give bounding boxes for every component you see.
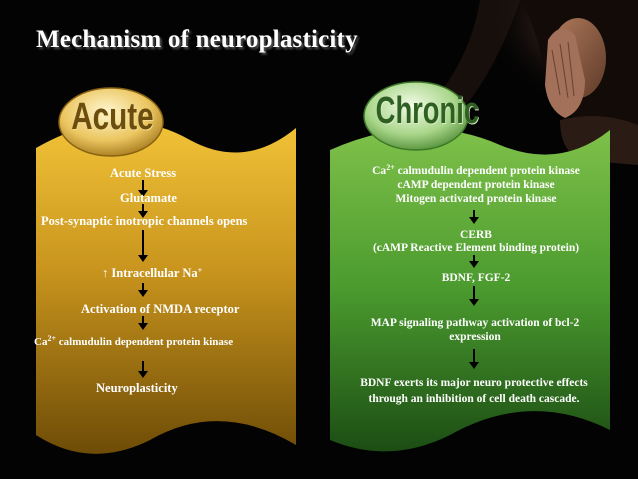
chronic-step-inhibition: through an inhibition of cell death casc… <box>368 393 580 405</box>
slide-title: Mechanism of neuroplasticity <box>36 26 358 53</box>
chronic-step-map-pathway: MAP signaling pathway activation of bcl-… <box>370 317 580 329</box>
chronic-step-camp-kinase: cAMP dependent protein kinase <box>397 179 555 191</box>
chronic-step-cerb: CERB <box>460 229 492 241</box>
acute-step-glutamate: Glutamate <box>120 191 177 205</box>
chronic-pill <box>363 81 469 151</box>
acute-step-channels: Post-synaptic inotropic channels opens <box>41 214 248 228</box>
chronic-step-map-kinase: Mitogen activated protein kinase <box>395 193 557 205</box>
chronic-step-ca-kinase: Ca2+ calmudulin dependent protein kinase <box>372 163 580 177</box>
chronic-step-expression: expression <box>449 331 501 343</box>
chronic-step-cerb-full: (cAMP Reactive Element binding protein) <box>372 242 580 254</box>
acute-step-neuroplasticity: Neuroplasticity <box>96 381 178 395</box>
acute-step-kinase: Ca2+ calmudulin dependent protein kinase <box>34 334 234 348</box>
chronic-step-bdnf: BDNF, FGF-2 <box>441 272 511 284</box>
acute-step-nmda: Activation of NMDA receptor <box>81 302 240 316</box>
acute-panel <box>36 121 296 454</box>
acute-step-stress: Acute Stress <box>110 166 177 180</box>
chronic-step-bdnf-effects: BDNF exerts its major neuro protective e… <box>360 377 588 389</box>
chronic-panel <box>330 128 610 452</box>
acute-step-sodium: ↑ Intracellular Na+ <box>102 266 203 280</box>
chronic-label: Chronic <box>375 90 480 132</box>
acute-pill <box>58 87 164 157</box>
acute-label: Acute <box>71 96 154 138</box>
